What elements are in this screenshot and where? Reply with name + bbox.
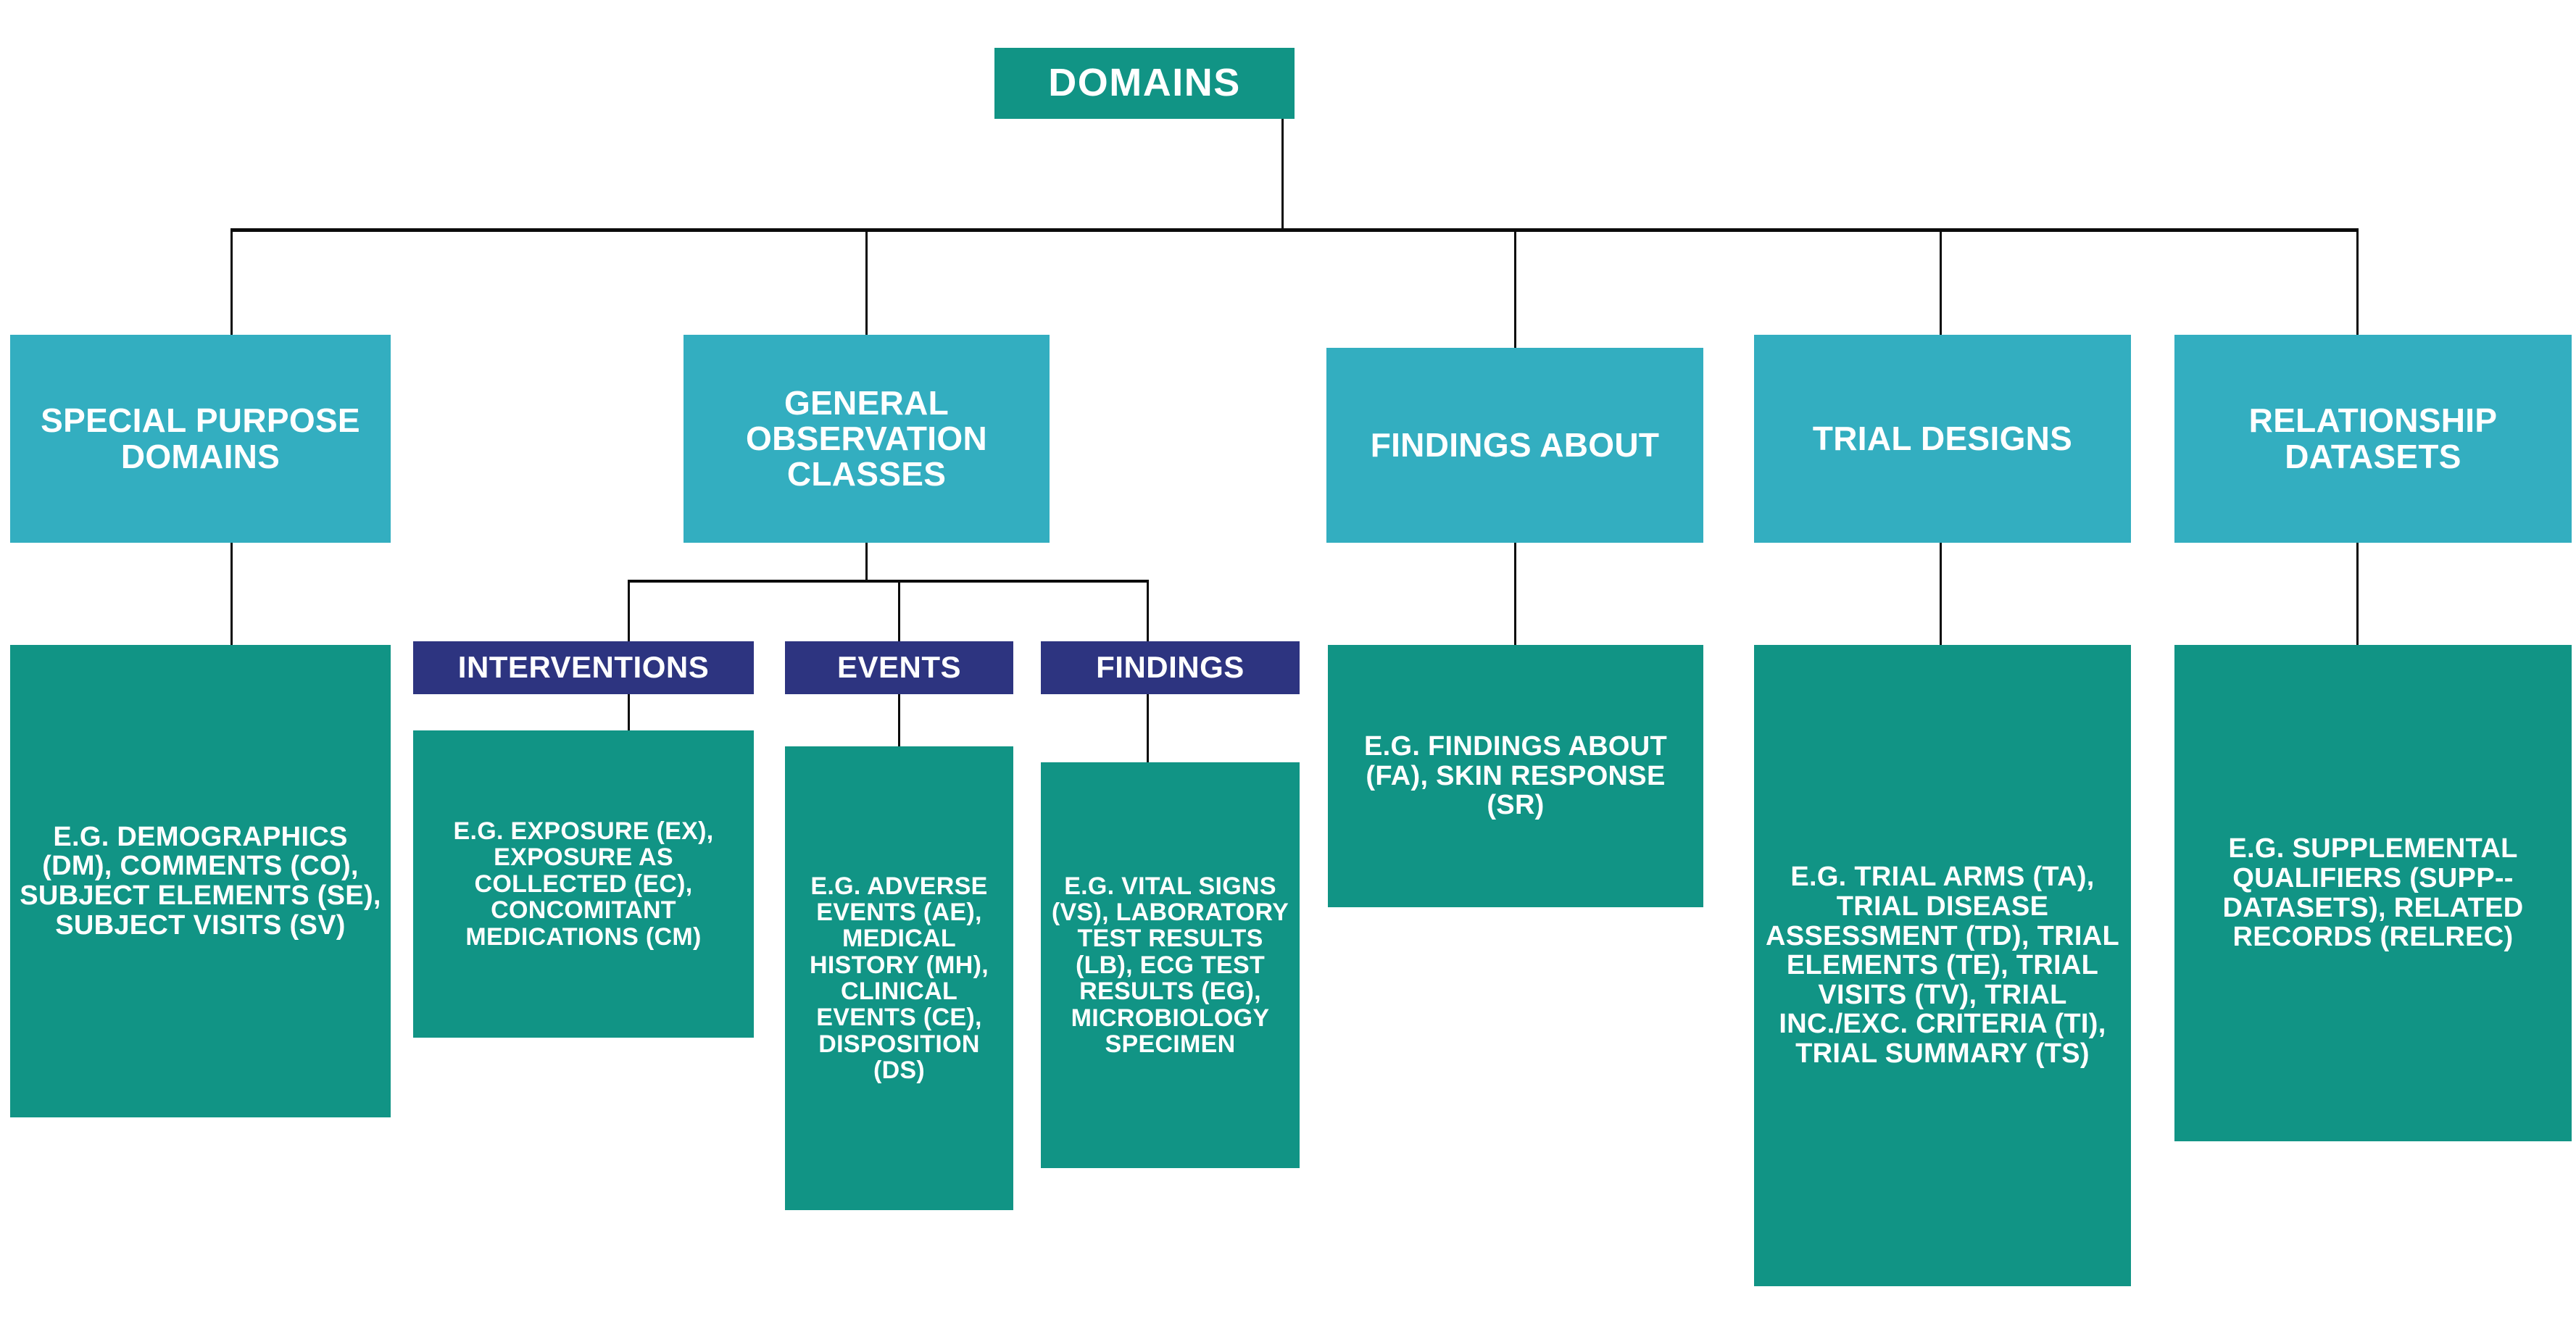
category-relationship-datasets[interactable]: RELATIONSHIP DATASETS — [2174, 335, 2572, 543]
connector-findings-about-to-example — [1514, 543, 1516, 646]
root-node-domains[interactable]: DOMAINS — [994, 48, 1295, 119]
connector-drop-findings — [1147, 580, 1149, 643]
subclass-events[interactable]: EVENTS — [785, 641, 1013, 694]
category-general-observation-classes[interactable]: GENERAL OBSERVATION CLASSES — [684, 335, 1050, 543]
connector-drop-findings-about — [1514, 228, 1516, 348]
category-special-purpose-domains[interactable]: SPECIAL PURPOSE DOMAINS — [10, 335, 391, 543]
example-relationship-datasets[interactable]: E.G. SUPPLEMENTAL QUALIFIERS (SUPP--DATA… — [2174, 645, 2572, 1141]
category-findings-about[interactable]: FINDINGS ABOUT — [1326, 348, 1703, 543]
connector-drop-relationship-datasets — [2356, 228, 2359, 337]
connector-general-observation-stem — [865, 543, 868, 581]
connector-relationship-datasets-to-example — [2356, 543, 2359, 646]
example-findings[interactable]: E.G. VITAL SIGNS (VS), LABORATORY TEST R… — [1041, 762, 1300, 1168]
example-findings-about[interactable]: E.G. FINDINGS ABOUT (FA), SKIN RESPONSE … — [1328, 645, 1703, 907]
connector-drop-trial-designs — [1940, 228, 1942, 337]
example-interventions[interactable]: E.G. EXPOSURE (EX), EXPOSURE AS COLLECTE… — [413, 730, 754, 1038]
category-trial-designs[interactable]: TRIAL DESIGNS — [1754, 335, 2131, 543]
connector-special-purpose-to-example — [230, 543, 233, 646]
connector-general-observation-bus — [628, 580, 1148, 583]
example-trial-designs[interactable]: E.G. TRIAL ARMS (TA), TRIAL DISEASE ASSE… — [1754, 645, 2131, 1286]
subclass-interventions[interactable]: INTERVENTIONS — [413, 641, 754, 694]
example-events[interactable]: E.G. ADVERSE EVENTS (AE), MEDICAL HISTOR… — [785, 746, 1013, 1210]
connector-findings-to-example — [1147, 694, 1149, 764]
connector-trial-designs-to-example — [1940, 543, 1942, 646]
connector-interventions-to-example — [628, 694, 630, 732]
connector-drop-interventions — [628, 580, 630, 643]
subclass-findings[interactable]: FINDINGS — [1041, 641, 1300, 694]
connector-root-stem — [1281, 119, 1284, 230]
example-special-purpose-domains[interactable]: E.G. DEMOGRAPHICS (DM), COMMENTS (CO), S… — [10, 645, 391, 1117]
connector-drop-special-purpose — [230, 228, 233, 337]
connector-events-to-example — [898, 694, 900, 748]
connector-drop-events — [898, 580, 900, 661]
connector-root-bus — [230, 228, 2359, 232]
connector-drop-general-observation — [865, 228, 868, 337]
